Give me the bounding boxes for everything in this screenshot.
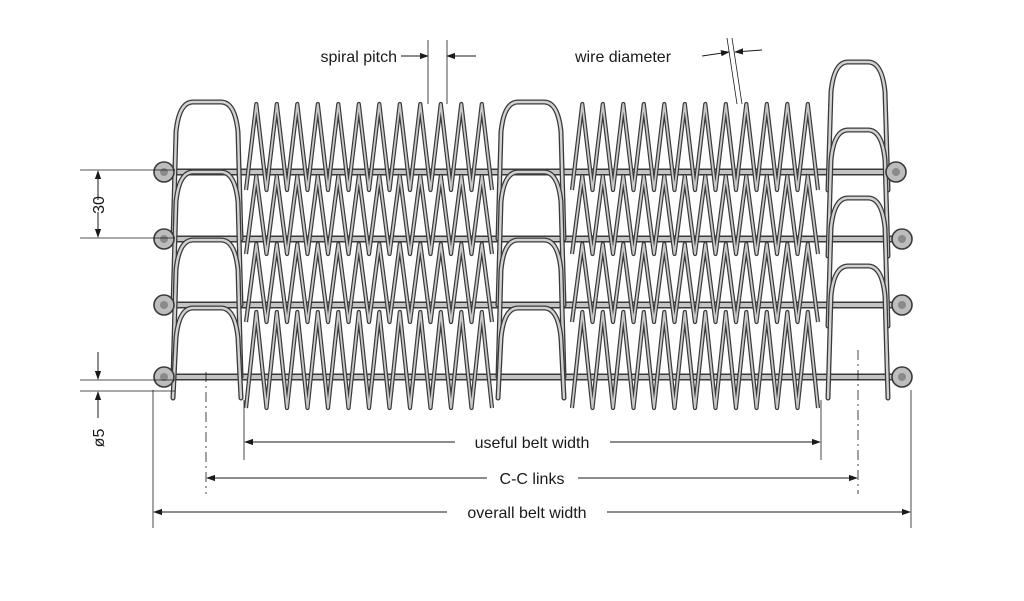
spiral-pitch-dimension: spiral pitch	[321, 40, 476, 104]
wire-diameter-dimension: wire diameter	[574, 37, 763, 105]
right-edge-link	[825, 195, 891, 329]
rod-head	[153, 228, 175, 250]
overall-belt-width-dimension: overall belt width	[152, 390, 912, 528]
rod-heads	[153, 161, 913, 388]
wire-spiral	[569, 241, 821, 325]
rod-head	[891, 294, 913, 316]
wire-spiral	[569, 173, 821, 257]
belt-drawing	[153, 59, 913, 411]
right-edge-link	[825, 127, 891, 259]
wire-spiral	[243, 101, 495, 193]
rod-head	[153, 366, 175, 388]
spiral-pitch-label: spiral pitch	[321, 49, 397, 66]
rod-head	[885, 161, 907, 183]
edge-links	[170, 59, 891, 401]
left-edge-link	[170, 237, 244, 380]
cc-links-dimension: C-C links	[205, 350, 859, 494]
rod-head	[891, 228, 913, 250]
cc-links-label: C-C links	[500, 471, 565, 488]
useful-belt-width-dimension: useful belt width	[243, 400, 822, 460]
right-edge-link	[825, 59, 891, 193]
left-edge-link	[170, 99, 244, 242]
rod-diameter-label: ø5	[91, 429, 108, 448]
rod-pitch-label: 30	[91, 196, 108, 214]
wire-spiral	[243, 309, 495, 411]
useful-belt-width-label: useful belt width	[475, 435, 590, 452]
center-link	[495, 169, 567, 308]
center-link	[495, 99, 567, 242]
center-link	[495, 237, 567, 380]
right-edge-link	[825, 263, 891, 401]
wire-diameter-label: wire diameter	[574, 49, 672, 66]
wire-spiral	[243, 173, 495, 257]
rod-head	[153, 161, 175, 183]
rod-pitch-dimension: 30	[80, 169, 175, 239]
left-edge-link	[170, 305, 244, 401]
rod-diameter-dimension: ø5	[80, 352, 175, 447]
wire-spiral	[243, 241, 495, 325]
left-edge-link	[170, 169, 244, 308]
overall-belt-width-label: overall belt width	[467, 505, 586, 522]
wire-spiral	[569, 309, 821, 411]
rod-head	[891, 366, 913, 388]
rod-head	[153, 294, 175, 316]
center-link	[495, 305, 567, 401]
wire-spirals	[243, 101, 821, 411]
wire-spiral	[569, 101, 821, 193]
